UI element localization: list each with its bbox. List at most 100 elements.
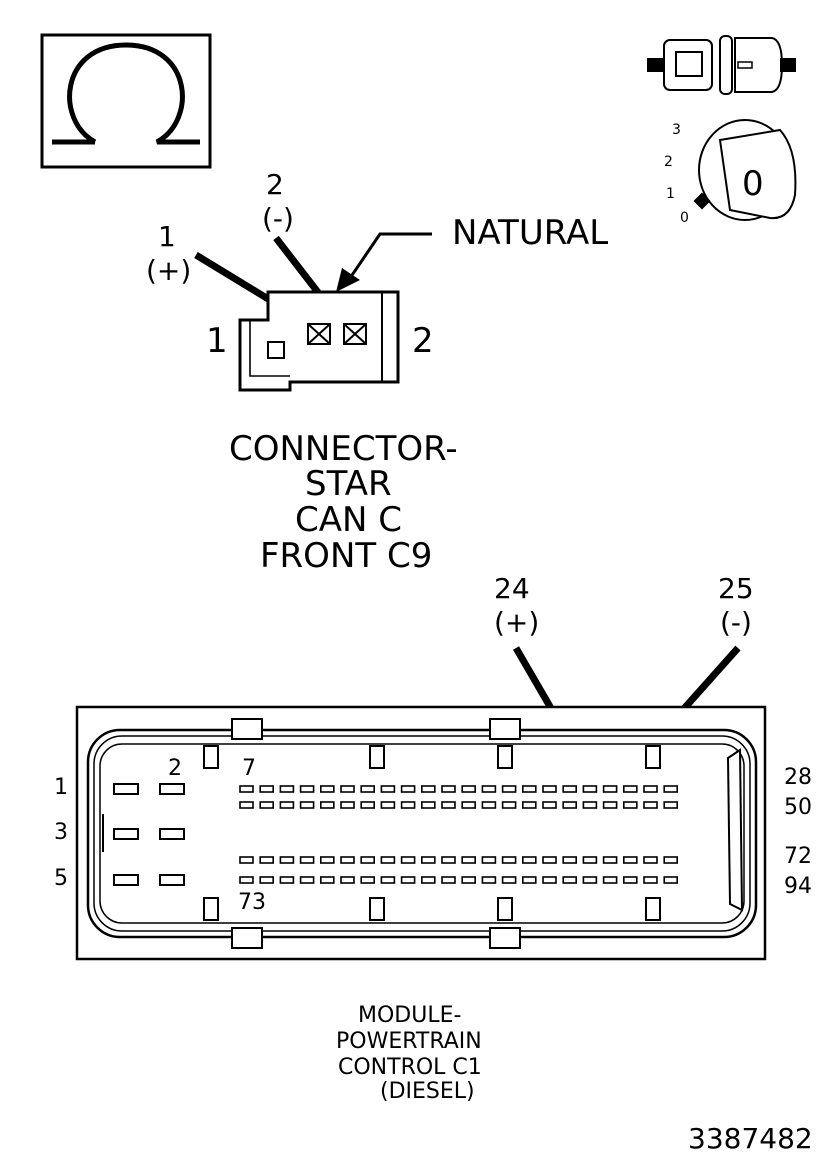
pcm-pin [360,785,376,793]
pcm-pin [420,785,436,793]
pcm-pin [643,801,658,809]
pcm-pin [582,856,598,864]
pcm-pin [259,856,275,864]
pcm-pin [420,876,436,884]
pin1-number: 1 [158,220,176,253]
pcm-pin [582,876,598,884]
pcm-pin [542,856,557,864]
pcm-right-label-72: 72 [784,844,812,869]
pcm-pin [441,856,456,864]
pcm-pin [643,856,658,864]
pcm-pin [319,801,335,809]
pcm-pin [542,876,557,884]
pcm-pin [259,876,275,884]
figure-id: 3387482 [688,1122,813,1155]
ignition-pos-0: 0 [680,210,689,226]
pcm-pin [319,856,335,864]
pcm-right-label-94: 94 [784,874,812,899]
pcm-pin [562,856,578,864]
pin25-number: 25 [718,572,754,605]
pcm-pin [299,856,315,864]
star-connector: 1 (+) 2 (-) NATURAL 1 2 CONNECTOR- STAR … [146,168,608,576]
pcm-left-label-1: 1 [54,775,68,800]
pin24-polarity: (+) [494,606,539,639]
pcm-pin [259,801,275,809]
pcm-pin [239,785,254,793]
pcm-pin [622,876,638,884]
pcm-caption-line-2: POWERTRAIN [336,1029,482,1054]
ignition-pos-3: 3 [672,122,681,138]
pcm-pin [461,856,477,864]
pcm-pin [380,856,396,864]
pcm-pin [521,785,537,793]
pcm-pin [400,801,416,809]
pin2-polarity: (-) [262,202,294,235]
pcm-pin [643,876,658,884]
pcm-pin [663,785,679,793]
pcm-pin [400,785,416,793]
pcm-pin [481,876,497,884]
pcm-inner-label-7: 7 [242,756,256,781]
pcm-pin [380,785,396,793]
pcm-pin [360,801,376,809]
pcm-pin [622,785,638,793]
pcm-pin [279,856,295,864]
pcm-pin [481,785,497,793]
pcm-left-label-3: 3 [54,820,68,845]
star-caption-line-4: FRONT C9 [260,536,432,576]
pcm-pin [562,785,578,793]
pcm-pin [259,785,275,793]
pcm-right-label-28: 28 [784,765,812,790]
pcm-pin [299,801,315,809]
ignition-off-icon: 3 2 1 0 0 [664,119,797,226]
pcm-connector: 24 (+) 25 (-) [54,572,812,1104]
ignition-pos-2: 2 [664,154,673,170]
pcm-pin [360,856,376,864]
pcm-pin [521,876,537,884]
pin24-number: 24 [494,572,530,605]
pcm-pin [501,801,517,809]
pcm-pin [299,876,315,884]
pcm-pin [279,801,295,809]
ignition-pos-1: 1 [666,186,675,202]
pin1-polarity: (+) [146,254,191,287]
pcm-pin [340,801,355,809]
pcm-caption-line-1: MODULE- [358,1003,461,1028]
pcm-pin [521,801,537,809]
pcm-pin [663,876,679,884]
pcm-pin [461,785,477,793]
pcm-pin [521,856,537,864]
pcm-pin [582,785,598,793]
pcm-pin [420,801,436,809]
pcm-left-label-5: 5 [54,866,68,891]
pcm-pin [663,801,679,809]
pcm-pin [319,876,335,884]
pcm-pin [582,801,598,809]
ohmmeter-icon: Ω [40,33,212,169]
pcm-pin [481,856,497,864]
pcm-pin [602,876,618,884]
pcm-pin [501,785,517,793]
star-caption-line-2: STAR [305,464,392,504]
pcm-pin [420,856,436,864]
pcm-pin [279,876,295,884]
pcm-pin [319,785,335,793]
ignition-key-label: 0 [742,164,764,204]
pcm-pin [340,785,355,793]
pcm-pin [562,801,578,809]
pin25-polarity: (-) [720,606,752,639]
pcm-pin [663,856,679,864]
pcm-pin [542,785,557,793]
pcm-pin [461,801,477,809]
pcm-inner-label-73: 73 [238,890,266,915]
pcm-pin [501,876,517,884]
pin2-number: 2 [266,168,284,201]
pcm-pin [400,876,416,884]
pcm-pin [602,856,618,864]
pcm-pin [340,876,355,884]
pcm-pin [542,801,557,809]
pcm-pin [602,801,618,809]
pcm-pin [481,801,497,809]
pcm-pin [602,785,618,793]
